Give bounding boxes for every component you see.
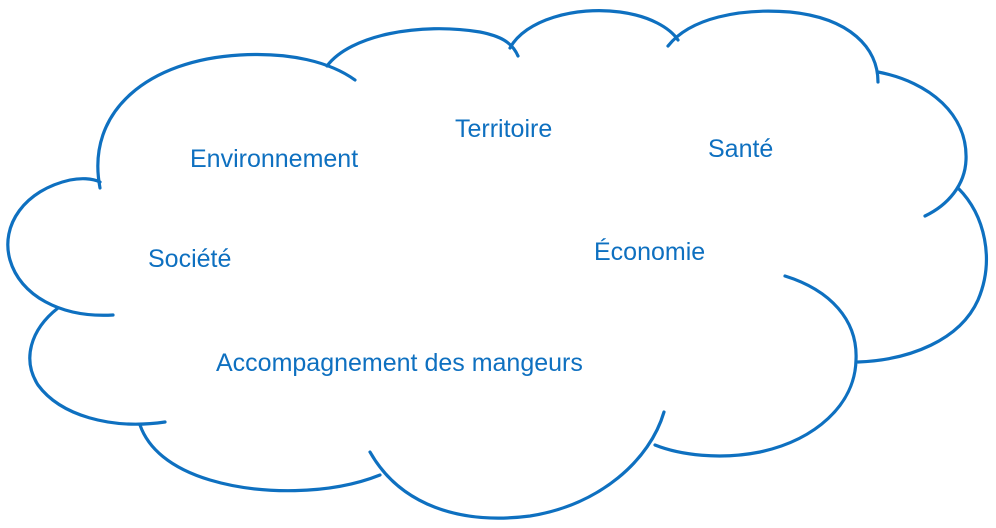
label-territoire: Territoire bbox=[455, 115, 553, 143]
label-accompagnement: Accompagnement des mangeurs bbox=[216, 349, 583, 377]
label-economie: Économie bbox=[594, 238, 706, 266]
label-sante: Santé bbox=[708, 135, 774, 163]
label-societe: Société bbox=[148, 245, 232, 273]
cloud-outline bbox=[6, 9, 988, 520]
label-environnement: Environnement bbox=[190, 145, 359, 173]
